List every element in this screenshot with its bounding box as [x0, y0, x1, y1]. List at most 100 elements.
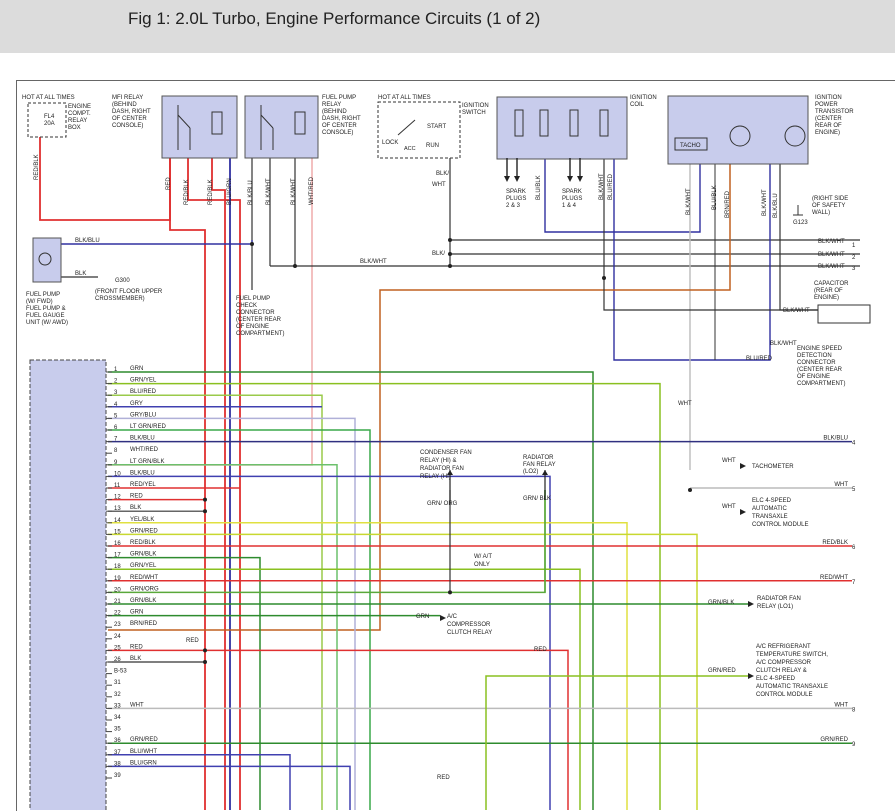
coil-winding [599, 109, 609, 137]
label: IGNITION [462, 103, 489, 109]
label: BLK/WHT [599, 173, 605, 200]
label: FUEL PUMP [236, 296, 270, 302]
label: ENGINE [68, 104, 91, 110]
arrow-head [440, 615, 446, 621]
arrow-head [567, 176, 573, 182]
right-edge-number: 7 [852, 580, 856, 586]
right-edge-number: 8 [852, 707, 856, 713]
ign-contact [397, 119, 416, 136]
ecm-pin-wire-label: BLK [130, 656, 141, 662]
ecm-pin-wire-label: GRN [130, 610, 143, 616]
ecm-pin-wire-label: BLU/RED [130, 389, 157, 395]
ecm-pin-number: 39 [114, 773, 121, 779]
label: WHT [432, 182, 446, 188]
arrow-head [447, 470, 453, 475]
label: OF SAFETY [812, 203, 845, 209]
label: 1 & 4 [562, 203, 577, 209]
label: RADIATOR [523, 455, 554, 461]
ecm-pin-number: 31 [114, 680, 121, 686]
ecm-pin-wire-label: WHT [130, 702, 144, 708]
fuel-pump [32, 237, 62, 283]
label: FAN RELAY [523, 462, 556, 468]
label: OF ENGINE [797, 374, 830, 380]
label: A/C [447, 614, 458, 620]
label: OF ENGINE [236, 324, 269, 330]
ecm-pin-number: 18 [114, 564, 121, 570]
label: WHT [722, 504, 736, 510]
label: TRANSISTOR [815, 109, 854, 115]
label: BLK/WHT [818, 239, 845, 245]
label: CLUTCH RELAY [447, 630, 492, 636]
ignition-power-transistor [667, 95, 809, 165]
label: HOT AT ALL TIMES [378, 95, 431, 101]
label: (CENTER REAR [797, 367, 843, 373]
wire [39, 137, 171, 221]
junction-dot [448, 238, 452, 242]
diagram-frame [16, 80, 895, 811]
label: COMPARTMENT) [797, 381, 845, 387]
ignition-switch [377, 101, 461, 159]
label: TRANSAXLE [752, 514, 788, 520]
label: 2 [852, 255, 856, 261]
label: RELAY (HI) & [420, 458, 456, 464]
junction-dot [250, 242, 254, 246]
label: 2 & 3 [506, 203, 521, 209]
label: CONDENSER FAN [420, 450, 472, 456]
coil-winding [514, 109, 524, 137]
wire [108, 429, 371, 810]
label: (W/ FWD) [26, 299, 53, 305]
label: BOX [68, 125, 81, 131]
label: FUEL PUMP & [26, 306, 66, 312]
label: BLK/ [432, 251, 445, 257]
coil-winding [539, 109, 549, 137]
label: OF CENTER [112, 116, 147, 122]
wire [108, 417, 356, 810]
label: IGNITION [815, 95, 842, 101]
label: IGNITION [630, 95, 657, 101]
ecm-pin-number: 24 [114, 634, 121, 640]
wire [108, 649, 569, 810]
figure-title: Fig 1: 2.0L Turbo, Engine Performance Ci… [128, 9, 541, 28]
ecm-pin-wire-label: GRN/ORG [130, 586, 159, 592]
label: HOT AT ALL TIMES [22, 95, 75, 101]
right-edge-label: WHT [834, 702, 848, 708]
label: BLU/RED [746, 356, 773, 362]
fuel-pump-relay [244, 95, 319, 159]
label: (FRONT FLOOR UPPER [95, 289, 163, 295]
label: BLK/WHT [686, 188, 692, 215]
wire [108, 464, 338, 810]
label: GRN/ ORG [427, 501, 458, 507]
ecm-pin-number: B-53 [114, 669, 127, 675]
ecm-pin-wire-label: RED/WHT [130, 575, 158, 581]
label: TACHOMETER [752, 464, 794, 470]
junction-dot [448, 264, 452, 268]
label: REAR OF [815, 123, 842, 129]
ecm-pin-number: 17 [114, 553, 121, 559]
ecm-pin-wire-label: WHT/RED [130, 447, 159, 453]
label: (BEHIND [322, 109, 347, 115]
wire [108, 568, 581, 810]
components [27, 95, 871, 810]
label: AUTOMATIC [752, 506, 787, 512]
label: (CENTER [815, 116, 842, 122]
label: 3 [852, 266, 856, 272]
label: BLK/BLU [248, 180, 254, 205]
label: BLU/BLK [712, 185, 718, 210]
label: COIL [630, 102, 645, 108]
ecm-pin-number: 12 [114, 495, 121, 501]
relay-switch [260, 114, 274, 129]
ecm-pin-number: 26 [114, 657, 121, 663]
relay-coil [294, 111, 306, 135]
junction-dot [602, 276, 606, 280]
ecm-pin-number: 3 [114, 390, 118, 396]
label: GRN/BLK [708, 600, 734, 606]
wire [613, 158, 771, 361]
label: BLK/ [436, 171, 449, 177]
label: ELC 4-SPEED [752, 498, 792, 504]
ecm-pin-number: 34 [114, 715, 121, 721]
ecm-pin-wire-label: BLU/WHT [130, 749, 157, 755]
ecm-pin-number: 10 [114, 471, 121, 477]
arrow-head [514, 176, 520, 182]
